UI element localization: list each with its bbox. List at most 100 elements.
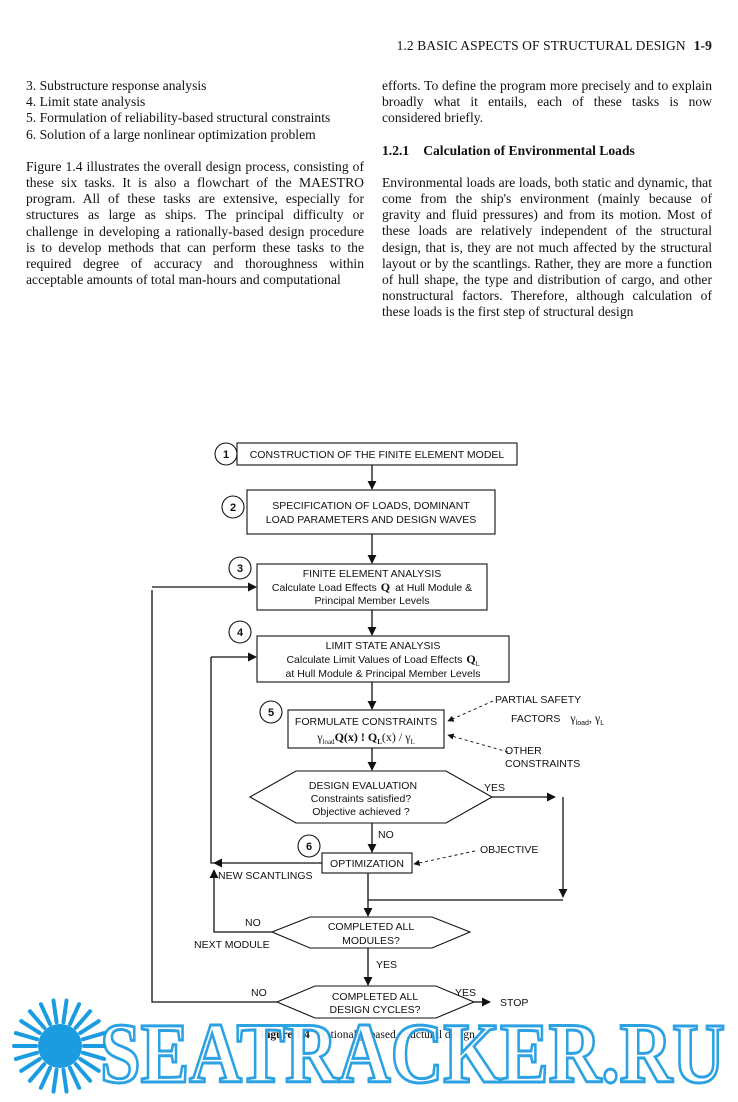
formula-middle: Q(x) ! Q xyxy=(335,730,378,744)
modules-decision xyxy=(270,916,472,949)
step2-line1: SPECIFICATION OF LOADS, DOMINANT xyxy=(272,500,470,512)
step5-circle xyxy=(259,700,283,724)
sun-ray xyxy=(38,1065,53,1090)
sun-ray xyxy=(51,998,59,1025)
constraint-formula: γloadQ(x) ! QL(x) / γL xyxy=(316,730,415,746)
yes-label-evaluation: YES xyxy=(484,782,505,794)
sun-ray xyxy=(78,1056,101,1073)
cycles-no-line xyxy=(151,590,277,1003)
sun-ray xyxy=(13,1031,39,1042)
step5-box xyxy=(287,709,445,749)
step4-circle xyxy=(228,620,252,644)
evaluation-line1: DESIGN EVALUATION xyxy=(309,780,417,792)
other-constraints-line1: OTHER xyxy=(505,745,542,757)
loop-line-scantlings xyxy=(210,657,214,864)
flowchart: 1 2 3 4 5 6 CONSTRUCTION OF THE FINITE E… xyxy=(151,442,604,1019)
list-item-6: 6. Solution of a large nonlinear optimiz… xyxy=(26,126,316,142)
sun-ray xyxy=(19,1056,42,1073)
running-head: 1.2 BASIC ASPECTS OF STRUCTURAL DESIGN 1-… xyxy=(397,38,712,54)
stop-label: STOP xyxy=(500,997,528,1009)
arrow-objective xyxy=(413,850,476,866)
step1-circle xyxy=(214,442,238,466)
sun-ray xyxy=(13,1050,39,1061)
step4-line1: LIMIT STATE ANALYSIS xyxy=(326,640,441,652)
formula-gamma-load-sub: load xyxy=(323,738,336,746)
gamma-load-sub: load xyxy=(576,720,589,727)
partial-safety-line1: PARTIAL SAFETY xyxy=(495,694,581,706)
q-symbol: Q xyxy=(381,580,390,594)
caption-text: Rationally-based structural design. xyxy=(317,1029,478,1041)
gamma-sep: , γ xyxy=(589,711,601,725)
body-paragraph: Environmental loads are loads, both stat… xyxy=(382,174,712,320)
gamma-load: γ xyxy=(569,711,576,725)
other-constraints-line2: CONSTRAINTS xyxy=(505,758,580,770)
arrow-other-constraints xyxy=(447,733,509,753)
formula-gamma-load: γ xyxy=(316,730,323,744)
sun-ray xyxy=(78,1019,101,1036)
step4-number: 4 xyxy=(237,627,244,639)
step3-line4: Principal Member Levels xyxy=(315,595,430,607)
left-column: 3. Substructure response analysis 4. Lim… xyxy=(26,78,364,288)
step2-box xyxy=(246,489,496,535)
sun-ray xyxy=(27,1062,47,1083)
step1-label: CONSTRUCTION OF THE FINITE ELEMENT MODEL xyxy=(250,449,505,461)
step5-line1: FORMULATE CONSTRAINTS xyxy=(295,716,437,728)
sun-ray xyxy=(81,1031,107,1042)
step3-circle xyxy=(228,556,252,580)
formula-gamma-l-sub: L xyxy=(411,738,415,746)
modules-line1: COMPLETED ALL xyxy=(328,921,415,933)
step1-number: 1 xyxy=(223,449,229,461)
sun-ray xyxy=(81,1050,107,1061)
arrow-safety-factors xyxy=(447,700,494,722)
list-item-4: 4. Limit state analysis xyxy=(26,94,146,110)
step3-line2-text: Calculate Load Effects xyxy=(272,582,377,594)
step6-circle xyxy=(297,834,321,858)
watermark-text: SEATRACKER.RU xyxy=(100,1005,725,1101)
section-number: 1.2.1 xyxy=(382,142,410,158)
arrow-next-module xyxy=(209,869,272,933)
sun-logo xyxy=(12,998,108,1094)
sun-ray xyxy=(73,1062,93,1083)
running-head-section: 1.2 BASIC ASPECTS OF STRUCTURAL DESIGN xyxy=(396,38,686,53)
step5-number: 5 xyxy=(268,707,274,719)
caption-label: Figure 1.4 xyxy=(260,1029,310,1041)
cycles-line1: COMPLETED ALL xyxy=(332,991,419,1003)
modules-line2: MODULES? xyxy=(342,935,400,947)
formula-end: (x) / γ xyxy=(382,730,411,744)
sun-ray xyxy=(67,1065,82,1090)
list-item-5: 5. Formulation of reliability-based stru… xyxy=(26,110,331,126)
step2-line2: LOAD PARAMETERS AND DESIGN WAVES xyxy=(266,514,476,526)
step6-number: 6 xyxy=(306,841,312,853)
body-paragraph: Figure 1.4 illustrates the overall desig… xyxy=(26,158,364,288)
sun-ray xyxy=(19,1019,42,1036)
right-column: efforts. To define the program more prec… xyxy=(382,78,712,321)
step3-number: 3 xyxy=(237,563,243,575)
sun-ray xyxy=(61,1067,69,1094)
evaluation-line2: Constraints satisfied? xyxy=(311,793,412,805)
evaluation-line3: Objective achieved ? xyxy=(312,806,410,818)
ql-symbol: Q xyxy=(466,652,475,666)
figure-caption: Figure 1.4 Rationally-based structural de… xyxy=(0,1029,738,1041)
partial-safety-line2: FACTORS γload, γL xyxy=(511,711,604,727)
no-label-cycles: NO xyxy=(251,987,267,999)
factors-label: FACTORS xyxy=(511,713,560,725)
formula-ql-sub: L xyxy=(377,738,382,746)
page-number: 1-9 xyxy=(693,38,712,53)
sun-ray xyxy=(61,998,69,1025)
step3-line3: at Hull Module & xyxy=(395,582,472,594)
next-module-label: NEXT MODULE xyxy=(194,939,270,951)
step4-box xyxy=(256,635,510,683)
objective-label: OBJECTIVE xyxy=(480,844,538,856)
no-label-modules: NO xyxy=(245,917,261,929)
list-item-3: 3. Substructure response analysis xyxy=(26,78,207,93)
sun-ray xyxy=(67,1002,82,1027)
yes-label-cycles: YES xyxy=(455,987,476,999)
sun-ray xyxy=(27,1009,47,1030)
ql-subscript: L xyxy=(476,661,480,668)
step6-label: OPTIMIZATION xyxy=(330,858,404,870)
gamma-l-sub: L xyxy=(600,720,604,727)
sun-ray xyxy=(38,1002,53,1027)
